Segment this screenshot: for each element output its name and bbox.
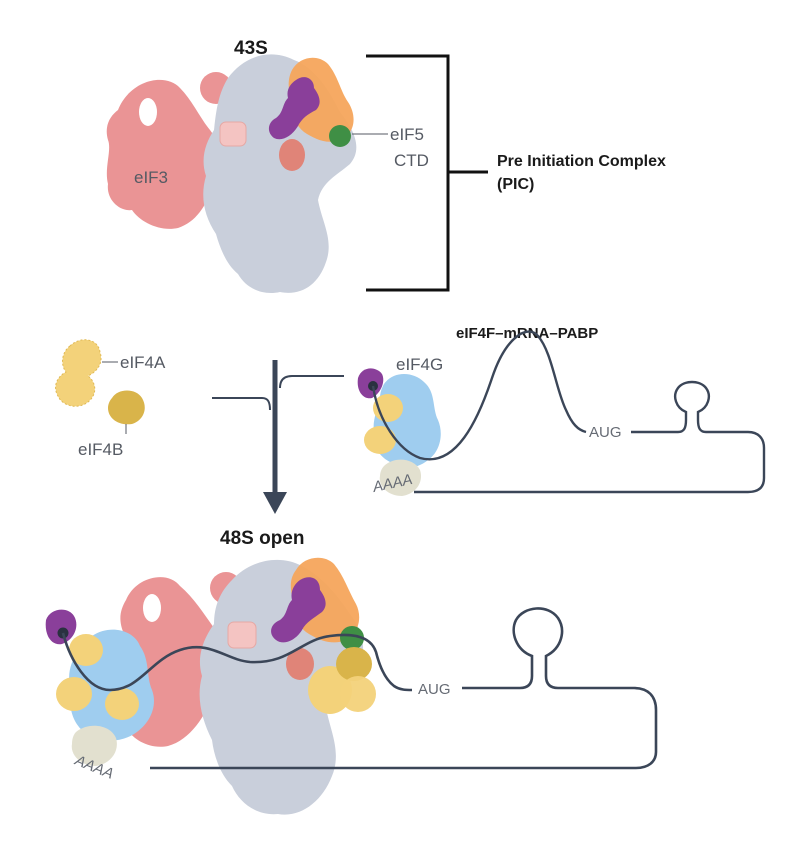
eif4e-yellow-bottom (69, 634, 103, 666)
gold-factor-bottom (336, 647, 372, 681)
label-pic-line1: Pre Initiation Complex (497, 153, 666, 170)
label-eif4f-complex: eIF4F–mRNA–PABP (456, 325, 598, 342)
label-eif3: eIF3 (134, 168, 168, 187)
mrna-strand-top-tail (414, 380, 766, 494)
eif5-ctd-green (329, 125, 351, 147)
mrna-strand-bottom (61, 632, 413, 692)
label-aug-bottom: AUG (418, 681, 451, 698)
label-ctd: CTD (394, 151, 429, 170)
purple-factor-bottom (271, 577, 326, 643)
eif4b-protein (108, 390, 145, 425)
purple-factor (268, 77, 320, 140)
pink-square-factor (219, 121, 247, 147)
label-48s-open: 48S open (220, 528, 304, 549)
assembly-arrow (212, 360, 344, 514)
label-pic-line2: (PIC) (497, 176, 534, 193)
label-43s: 43S (234, 38, 268, 59)
complex-43s: 43S eIF3 eIF5 CTD (106, 38, 429, 294)
free-eif4a-eif4b: eIF4A eIF4B (55, 339, 166, 459)
eif3-hole (139, 98, 157, 126)
label-eif4b: eIF4B (78, 440, 123, 459)
label-aug-top: AUG (589, 424, 622, 441)
eif3-protein (106, 79, 218, 229)
mrna-strand-bottom-tail (150, 607, 658, 770)
cap-binding-purple-bottom (45, 609, 77, 645)
eif4a-yellow-2 (364, 426, 396, 454)
eif1a-salmon-factor (279, 139, 305, 171)
pink-square-factor-bottom (227, 621, 257, 649)
eif4b-yellow-bottom (105, 688, 139, 720)
yellow-factor-bottom-2 (340, 676, 376, 712)
label-eif4g: eIF4G (396, 355, 443, 374)
yellow-factor-bottom-1 (308, 666, 352, 714)
complex-48s-open: AUG AAAA (45, 557, 658, 815)
arrow-head (263, 492, 287, 514)
eif5-ctd-green-bottom (340, 626, 364, 650)
arrow-right-branch (279, 375, 344, 389)
eif1a-salmon-bottom (286, 648, 314, 680)
eif3-hole-bottom (143, 594, 161, 622)
eif4a-protein (55, 339, 102, 407)
eif4a-yellow-bottom (56, 677, 92, 711)
pabp-protein-bottom (71, 725, 117, 766)
label-eif4a: eIF4A (120, 353, 166, 372)
pabp-protein (379, 459, 422, 496)
mrna-strand-top (371, 330, 587, 461)
eif4f-mrna-pabp-complex: eIF4F–mRNA–PABP AUG eIF4G AAAA (357, 325, 766, 496)
arrow-left-branch (212, 397, 271, 411)
label-eif5: eIF5 (390, 125, 424, 144)
pic-bracket (366, 54, 488, 292)
